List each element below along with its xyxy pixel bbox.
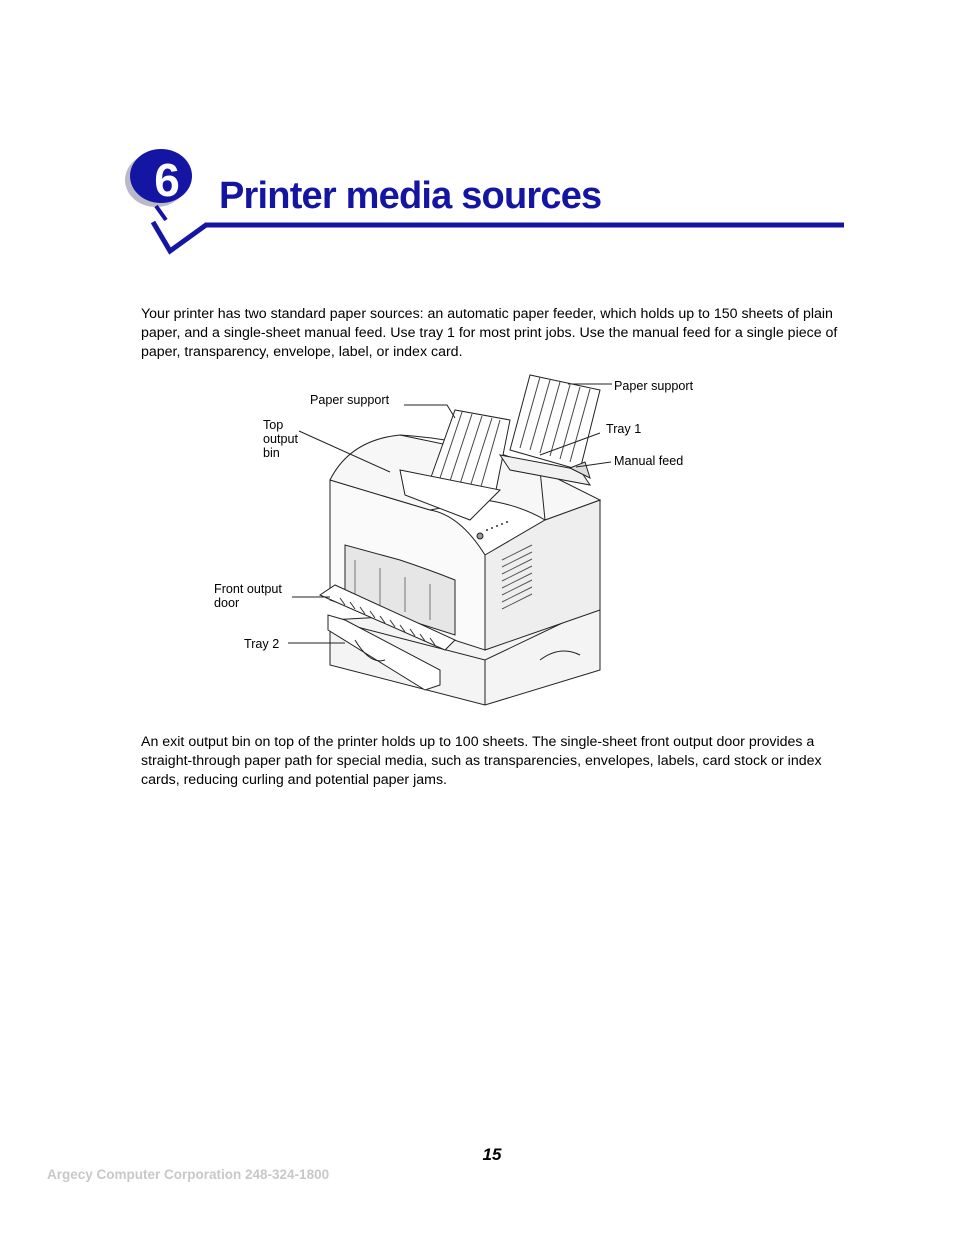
- printer-illustration: [288, 374, 612, 706]
- callout-front-output-door-line1: Front output: [214, 582, 282, 596]
- callout-top-output-bin-line1: Top: [263, 418, 284, 432]
- callout-paper-support-left: Paper support: [310, 393, 390, 407]
- chapter-badge: [125, 149, 192, 222]
- callout-top-output-bin: Top output bin: [263, 418, 298, 460]
- callout-front-output-door: Front output door: [214, 582, 282, 610]
- callout-tray-2: Tray 2: [244, 637, 280, 651]
- intro-paragraph: Your printer has two standard paper sour…: [141, 306, 838, 360]
- output-paragraph: An exit output bin on top of the printer…: [141, 734, 822, 788]
- callout-manual-feed: Manual feed: [614, 454, 684, 468]
- callout-front-output-door-line2: door: [214, 596, 240, 610]
- callout-tray-1: Tray 1: [606, 422, 642, 436]
- callout-top-output-bin-line2: output: [263, 432, 299, 446]
- chapter-number: 6: [154, 154, 180, 206]
- footer-company: Argecy Computer Corporation 248-324-1800: [47, 1167, 330, 1182]
- callout-top-output-bin-line3: bin: [263, 446, 280, 460]
- chapter-rule: [150, 220, 844, 255]
- chapter-title: Printer media sources: [219, 175, 602, 217]
- callout-paper-support-right: Paper support: [614, 379, 694, 393]
- page-number: 15: [482, 1145, 502, 1164]
